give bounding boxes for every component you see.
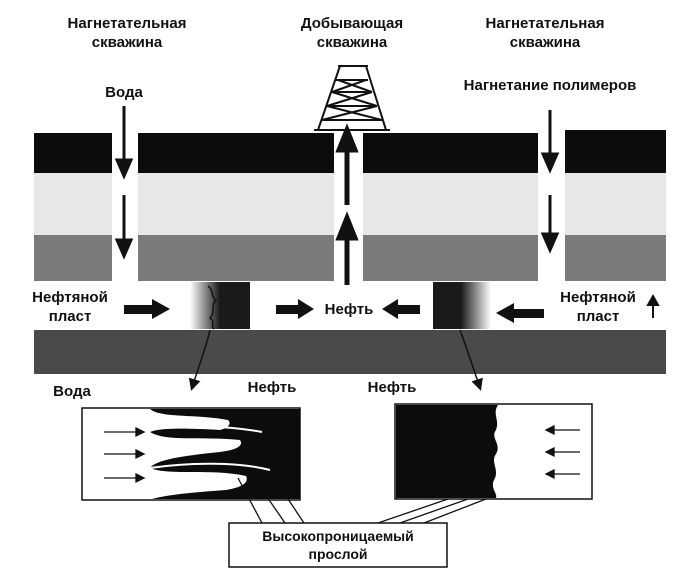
oil-bottom-right-label: Нефть <box>368 379 417 396</box>
oil-zone-left-front <box>190 282 250 330</box>
oil-layer-right-label-line1: Нефтяной <box>560 289 636 306</box>
production-well-label-line2: скважина <box>317 34 388 51</box>
water-injection-arrows <box>114 106 134 260</box>
high-perm-label-line1: Высокопроницаемый <box>262 528 413 544</box>
flow-arrow-left-1 <box>124 299 170 319</box>
oil-center-label: Нефть <box>325 301 374 318</box>
small-up-arrow <box>646 293 660 318</box>
production-well-label-line1: Добывающая <box>301 15 403 32</box>
high-perm-label-line2: прослой <box>308 546 367 562</box>
oil-zone-right-front <box>433 282 491 329</box>
flow-arrow-center-left <box>382 299 420 319</box>
oil-layer-left-label-line2: пласт <box>49 308 92 325</box>
injection-well-left-label-line1: Нагнетательная <box>68 15 187 32</box>
flow-arrow-right <box>496 303 544 323</box>
polymer-injection-label: Нагнетание полимеров <box>464 77 637 94</box>
injection-well-right-label-line1: Нагнетательная <box>486 15 605 32</box>
oil-layer-left-label-line1: Нефтяной <box>32 289 108 306</box>
injection-well-right-label-line2: скважина <box>510 34 581 51</box>
derrick-icon <box>314 65 390 131</box>
high-perm-leader-lines <box>237 471 487 524</box>
water-top-label: Вода <box>105 84 143 101</box>
flow-arrow-center-right <box>276 299 314 319</box>
callout-line-right <box>459 329 483 391</box>
detail-box-polymer-front <box>394 403 593 500</box>
rock-strata <box>34 130 666 374</box>
high-perm-label-box <box>228 522 448 568</box>
oil-layer-right-label-line2: пласт <box>577 308 620 325</box>
production-up-arrows <box>335 123 359 285</box>
injection-well-left-label-line2: скважина <box>92 34 163 51</box>
oil-bottom-left-label: Нефть <box>248 379 297 396</box>
callout-line-left <box>188 329 211 391</box>
water-bottom-label: Вода <box>53 383 91 400</box>
polymer-injection-arrows <box>540 110 560 254</box>
detail-box-water-fingering <box>81 407 301 501</box>
